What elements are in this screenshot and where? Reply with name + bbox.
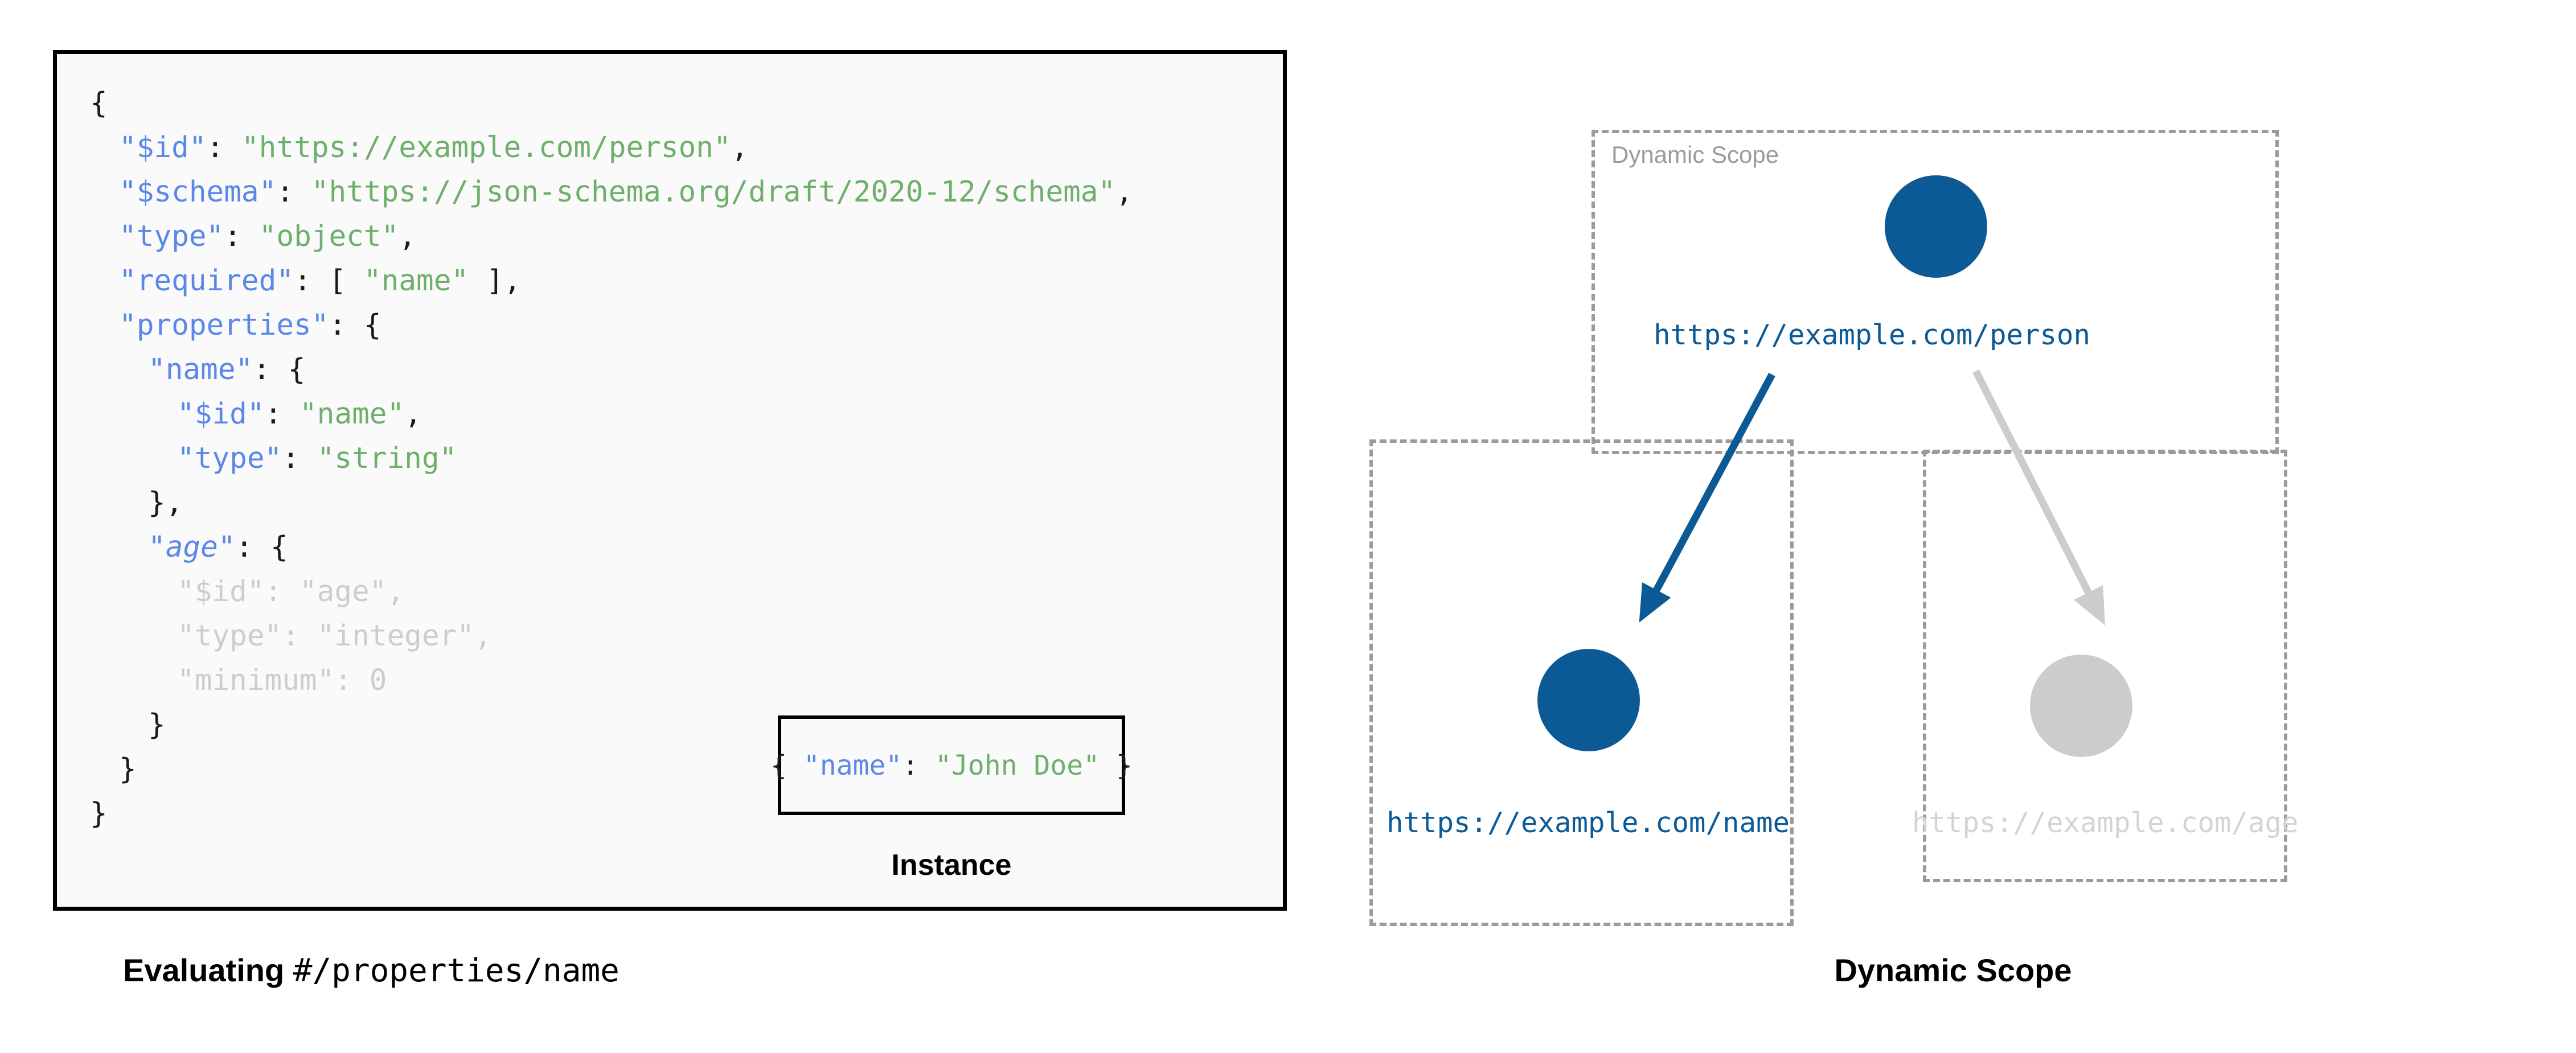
code-token: } [119,752,137,786]
code-line: "type": "string" [90,437,1133,481]
code-token: : [282,619,317,653]
code-token: "name" [148,353,253,386]
code-line: "age": { [90,525,1133,570]
code-token: { [90,87,108,120]
code-token: "object" [259,220,399,253]
code-token: "type" [119,220,224,253]
code-line: "type": "object", [90,215,1133,259]
evaluating-caption-pointer: #/properties/name [293,952,620,989]
scope-box-top-label: Dynamic Scope [1611,141,1779,168]
code-token: , [387,575,405,608]
code-token: "https://json-schema.org/draft/2020-12/s… [311,175,1116,209]
scope-box-right [1923,450,2287,882]
code-token: : [264,397,300,431]
node-label-age: https://example.com/age [1912,807,2299,839]
code-token: 0 [369,664,387,697]
node-circle-person [1885,175,1987,278]
code-token: "$id" [177,575,265,608]
scope-edges [1639,369,2106,626]
code-token: : { [253,353,306,386]
instance-json: { "name": "John Doe" } [770,750,1133,781]
node-circle-name [1537,649,1640,751]
code-line: "$id": "name", [90,392,1133,437]
code-token: , [399,220,417,253]
code-token: "age" [299,575,387,608]
code-token: "John Doe" [935,749,1100,781]
code-token: : [264,575,300,608]
code-token: "https://example.com/person" [241,131,731,164]
edge-person-to-name [1639,372,1775,623]
code-token: "string" [317,442,457,475]
code-line: }, [90,481,1133,525]
code-token: "name" [363,264,469,298]
code-token: "name" [299,397,405,431]
instance-caption: Instance [891,849,1012,882]
scope-box-left [1369,439,1794,926]
code-token: "name" [803,749,903,781]
code-line: "$schema": "https://json-schema.org/draf… [90,170,1133,215]
code-token: : { [235,530,288,564]
code-token: , [474,619,492,653]
code-line: } [90,792,1133,836]
code-token: , [731,131,749,164]
code-line: "minimum": 0 [90,659,1133,703]
code-token: } [90,797,108,830]
code-line: } [90,747,1133,792]
code-token: "$schema" [119,175,277,209]
evaluating-caption-bold: Evaluating [123,952,285,988]
code-token: : [224,220,259,253]
code-token: : { [329,309,382,342]
code-token: "properties" [119,309,329,342]
code-line: "required": [ "name" ], [90,259,1133,303]
code-token: , [404,397,422,431]
code-token: : [ [294,264,364,298]
code-token: ], [469,264,522,298]
node-label-name: https://example.com/name [1387,807,1790,839]
node-circle-age [2030,655,2132,757]
code-token: "type" [177,442,282,475]
code-token: : [276,175,311,209]
code-token: : [206,131,241,164]
node-label-person: https://example.com/person [1654,319,2091,351]
code-token: : [902,749,936,781]
code-line: { [90,81,1133,126]
code-line: "$id": "https://example.com/person", [90,126,1133,170]
edge-person-to-age [1972,369,2106,626]
code-line: "properties": { [90,303,1133,348]
code-line: "name": { [90,348,1133,392]
dynamic-scope-caption: Dynamic Scope [1834,952,2072,988]
code-token: "type" [177,619,282,653]
code-line: "$id": "age", [90,570,1133,614]
evaluating-caption: Evaluating #/properties/name [123,952,620,989]
code-token: "$id" [119,131,207,164]
json-schema-code: {"$id": "https://example.com/person","$s… [90,81,1133,836]
code-line: "type": "integer", [90,614,1133,659]
code-token: { [770,749,803,781]
code-token: "integer" [317,619,474,653]
code-token: "minimum" [177,664,335,697]
code-line: } [90,703,1133,747]
dynamic-scope-panel: Dynamic Scope https://example.com/person… [1355,80,2551,1013]
instance-box: { "name": "John Doe" } [770,715,1133,815]
code-token: : [282,442,317,475]
code-token: } [148,708,166,742]
code-token: , [1115,175,1133,209]
code-token: "required" [119,264,294,298]
code-token: "$id" [177,397,265,431]
json-schema-panel: {"$id": "https://example.com/person","$s… [53,50,1287,911]
code-token: : [334,664,370,697]
code-token: }, [148,486,183,520]
code-token: "age" [148,530,236,564]
code-token: } [1100,749,1133,781]
